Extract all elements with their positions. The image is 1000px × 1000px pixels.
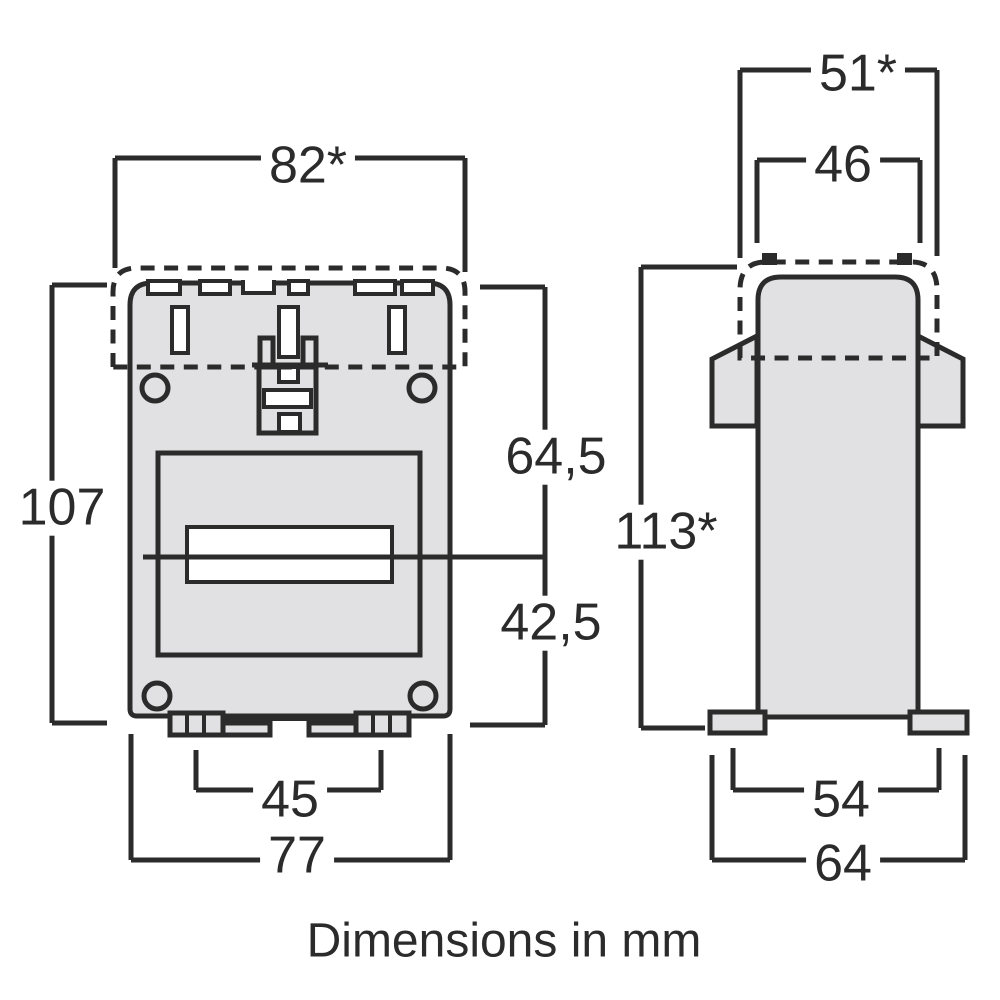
mounting-hole xyxy=(139,372,171,404)
dim-base-depth-label: 64 xyxy=(806,837,880,892)
side-cover-outline xyxy=(737,259,940,361)
front-top-slots xyxy=(146,277,435,296)
side-terminal-pin xyxy=(897,253,912,265)
front-terminal-block xyxy=(252,335,328,436)
front-cover-outline xyxy=(110,265,468,370)
dim-lower-section-label: 42,5 xyxy=(492,596,610,651)
front-view xyxy=(49,155,548,863)
side-view xyxy=(638,67,970,863)
front-mounting-holes xyxy=(139,372,439,712)
dim-body-width-label: 77 xyxy=(260,829,334,884)
dim-foot-spacing-label: 45 xyxy=(253,773,327,828)
side-foot-left xyxy=(707,709,768,736)
side-wing-left xyxy=(709,331,760,429)
dim-lines-113 xyxy=(638,264,737,731)
front-vent-slots xyxy=(170,305,407,359)
dim-cover-width-label: 82* xyxy=(260,139,356,194)
side-body xyxy=(755,274,921,720)
side-wing-right xyxy=(915,331,966,429)
mounting-hole xyxy=(407,680,439,712)
dim-upper-section-label: 64,5 xyxy=(497,430,615,485)
side-terminal-pin xyxy=(762,253,777,265)
side-foot-right xyxy=(907,709,970,736)
units-caption: Dimensions in mm xyxy=(306,914,702,968)
dim-lines-64-5 xyxy=(480,284,548,557)
mounting-hole xyxy=(406,372,438,404)
dim-cover-depth-label: 51* xyxy=(810,47,906,102)
dim-foot-width-label: 54 xyxy=(804,773,878,828)
front-feet xyxy=(167,710,412,738)
mounting-hole xyxy=(141,680,173,712)
dim-top-depth-label: 46 xyxy=(806,138,880,193)
dim-body-height-label: 107 xyxy=(10,481,114,536)
dim-overall-height-label: 113* xyxy=(606,505,726,560)
front-top-notch xyxy=(241,280,276,295)
